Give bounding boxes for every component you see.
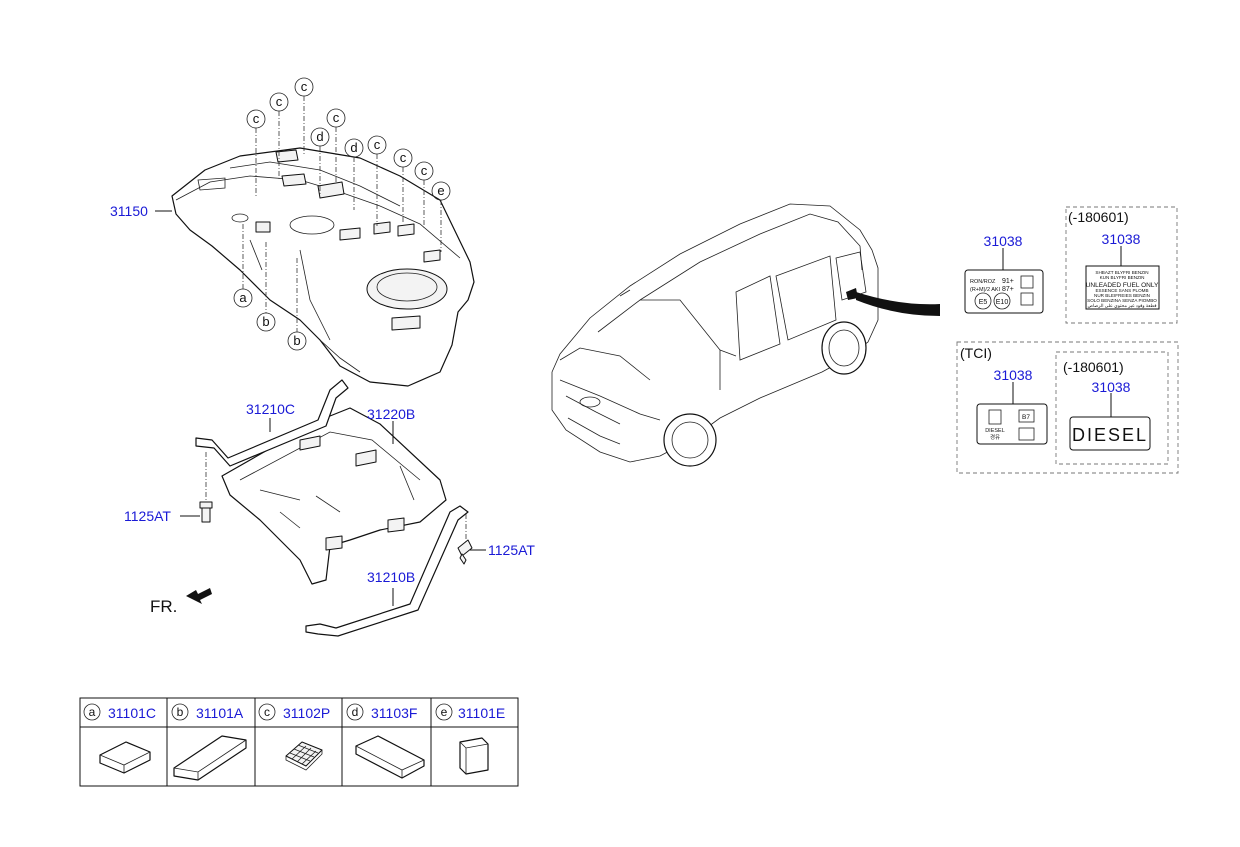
petrol-early-sticker-line: ESSENCE SANS PLOMB	[1095, 288, 1148, 293]
tag-d-2: d	[350, 140, 357, 155]
petrol-early-sticker-line: SHBAZT BLYFRI BENZIN	[1095, 270, 1148, 275]
tag-b-2: b	[293, 333, 300, 348]
callout-bolt-right: 1125AT	[488, 542, 535, 558]
pad-part-no: 31103F	[371, 705, 417, 721]
petrol-early-sticker-line: UNLEADED FUEL ONLY	[1086, 282, 1159, 289]
diesel-sticker-line: B7	[1022, 414, 1030, 421]
petrol-early-sticker-line: KUN BLYFRI BENZIN	[1100, 275, 1145, 280]
diesel-sticker-line: DIESEL	[985, 428, 1005, 434]
diesel-part-no: 31038	[994, 367, 1033, 383]
tag-e-1: e	[437, 183, 444, 198]
tag-b-1: b	[262, 314, 269, 329]
suv-vehicle-drawing	[551, 203, 940, 467]
pad-letter: d	[352, 705, 359, 719]
fuel-tank-drawing	[171, 147, 475, 387]
petrol-sticker-line: E10	[996, 299, 1009, 306]
diesel-early-sticker-text: DIESEL	[1072, 425, 1148, 445]
petrol-sticker-line: E5	[979, 299, 988, 306]
tag-c-7: c	[421, 163, 428, 178]
pad-d-shape	[355, 735, 425, 779]
front-indicator-label: FR.	[150, 597, 177, 616]
tag-c-3: c	[301, 79, 308, 94]
petrol-sticker-line: 87+	[1002, 286, 1014, 293]
petrol-early-sticker-line: SOLO BENZINA SENZA PIOMBO	[1087, 298, 1157, 303]
petrol-sticker-line: (R+M)/2 AKI	[970, 287, 1001, 293]
protector-bar-upper-drawing	[195, 379, 349, 467]
petrol-early-label-box	[1065, 206, 1178, 324]
tag-c-4: c	[333, 110, 340, 125]
tag-a-1: a	[239, 290, 247, 305]
tag-c-2: c	[276, 94, 283, 109]
pad-a-shape	[99, 741, 151, 774]
petrol-early-sticker-line: NUR BLEIFREIES BENZIN	[1094, 293, 1150, 298]
fuel-pump-icon	[988, 409, 1002, 425]
tag-c-5: c	[374, 137, 381, 152]
pad-letter: c	[264, 705, 270, 719]
petrol-sticker-line: RON/ROZ	[970, 279, 996, 285]
pad-b-shape	[173, 735, 247, 781]
petrol-sticker-line: 91+	[1002, 278, 1014, 285]
diesel-early-condition: (-180601)	[1063, 359, 1124, 375]
tag-c-1: c	[253, 111, 260, 126]
pad-part-no: 31102P	[283, 705, 330, 721]
pad-letter: b	[177, 705, 184, 719]
petrol-label-part-no: 31038	[984, 233, 1023, 249]
callout-tank-protector: 31220B	[367, 406, 415, 422]
petrol-early-sticker	[1085, 265, 1160, 310]
pad-part-no: 31101E	[458, 705, 505, 721]
pad-part-no: 31101C	[108, 705, 156, 721]
petrol-early-condition: (-180601)	[1068, 209, 1129, 225]
tag-c-6: c	[400, 150, 407, 165]
tank-protector-drawing	[221, 407, 447, 585]
front-arrow-icon	[186, 588, 212, 604]
petrol-early-part-no: 31038	[1102, 231, 1141, 247]
tank-leader-lines	[155, 96, 442, 332]
callout-bolt-left: 1125AT	[124, 508, 171, 524]
diesel-label-box	[956, 341, 1179, 474]
diesel-early-sticker	[1069, 416, 1151, 451]
protector-bar-lower-drawing	[305, 505, 469, 637]
diesel-early-part-no: 31038	[1092, 379, 1131, 395]
manual-book-icon	[1018, 427, 1035, 441]
diesel-sticker	[976, 403, 1048, 445]
pad-part-no: 31101A	[196, 705, 244, 721]
tag-d-1: d	[316, 129, 323, 144]
petrol-sticker	[964, 269, 1044, 314]
pad-letter: a	[89, 705, 96, 719]
diesel-early-label-box	[1055, 351, 1169, 465]
callout-fuel-tank: 31150	[110, 203, 148, 219]
petrol-early-sticker-line: قطعة وقود غير محتوي على الرصاص	[1087, 303, 1157, 309]
tag-circles	[233, 77, 451, 351]
callout-protector-bar-lower: 31210B	[367, 569, 415, 585]
diesel-sticker-line: 경유	[990, 434, 1000, 441]
callout-protector-bar-upper: 31210C	[246, 401, 295, 417]
pad-e-shape	[459, 737, 489, 775]
diesel-condition: (TCI)	[960, 345, 992, 361]
bolts-drawing	[180, 452, 486, 565]
pad-letter: e	[441, 705, 448, 719]
pads-table	[79, 697, 519, 787]
